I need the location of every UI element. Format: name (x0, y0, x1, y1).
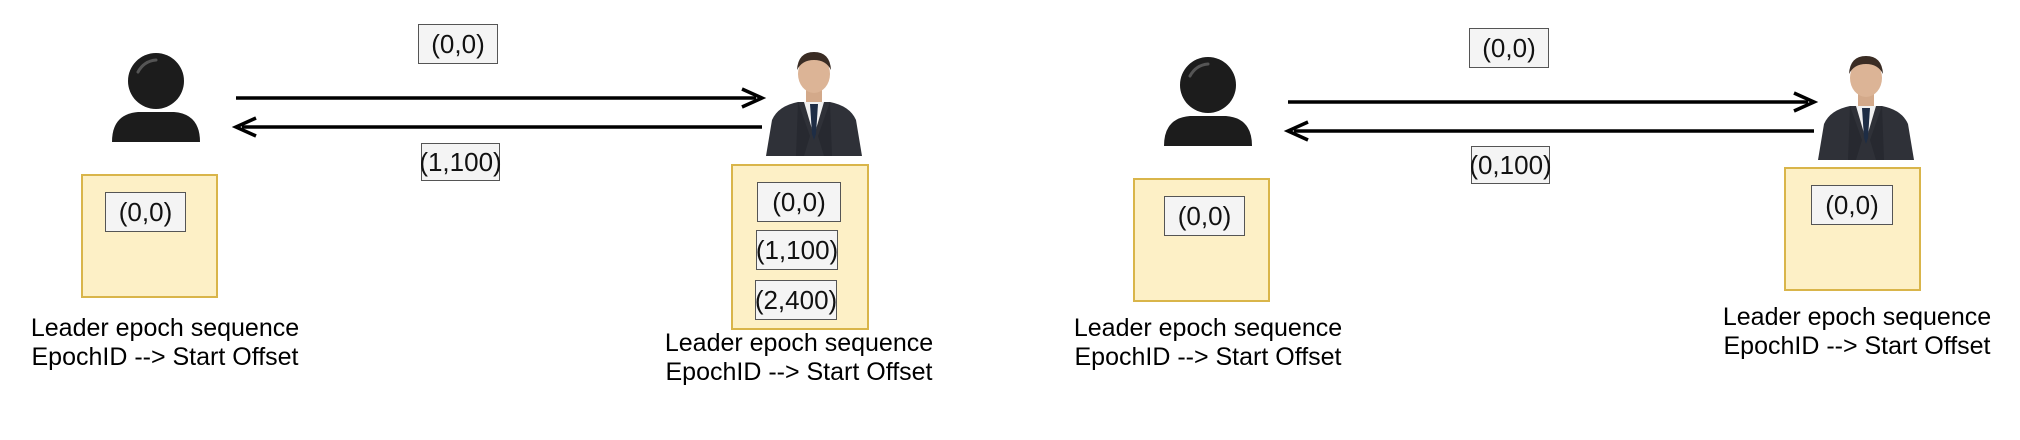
epoch-entry: (0,0) (1811, 185, 1893, 225)
leader-caption: Leader epoch sequence EpochID --> Start … (1712, 303, 2002, 361)
epoch-entry: (0,0) (757, 182, 841, 222)
businessman-icon (1818, 56, 1914, 160)
caption-line: Leader epoch sequence (664, 329, 934, 357)
caption-line: Leader epoch sequence (1073, 314, 1343, 342)
caption-line: EpochID --> Start Offset (1074, 343, 1342, 371)
businessman-icon (766, 52, 862, 156)
follower-caption: Leader epoch sequence EpochID --> Start … (20, 314, 310, 372)
generic-user-icon (1164, 57, 1252, 146)
response-message-box: (1,100) (419, 143, 502, 181)
left-response-arrow (231, 116, 762, 138)
right-response-arrow (1283, 120, 1814, 142)
epoch-entry: (0,0) (105, 192, 186, 232)
generic-user-icon (112, 53, 200, 142)
caption-line: EpochID --> Start Offset (31, 343, 299, 371)
follower-caption: Leader epoch sequence EpochID --> Start … (1063, 314, 1353, 372)
leader-caption: Leader epoch sequence EpochID --> Start … (654, 329, 944, 387)
caption-line: EpochID --> Start Offset (1723, 332, 1991, 360)
epoch-entry: (0,0) (1164, 196, 1245, 236)
request-message-box: (0,0) (1469, 28, 1549, 68)
epoch-entry: (2,400) (755, 280, 837, 320)
caption-line: Leader epoch sequence (30, 314, 300, 342)
left-request-arrow (236, 87, 767, 109)
right-request-arrow (1288, 91, 1819, 113)
epoch-entry: (1,100) (756, 230, 838, 270)
caption-line: Leader epoch sequence (1722, 303, 1992, 331)
request-message-box: (0,0) (418, 24, 498, 64)
caption-line: EpochID --> Start Offset (665, 358, 933, 386)
response-message-box: (0,100) (1469, 146, 1552, 184)
